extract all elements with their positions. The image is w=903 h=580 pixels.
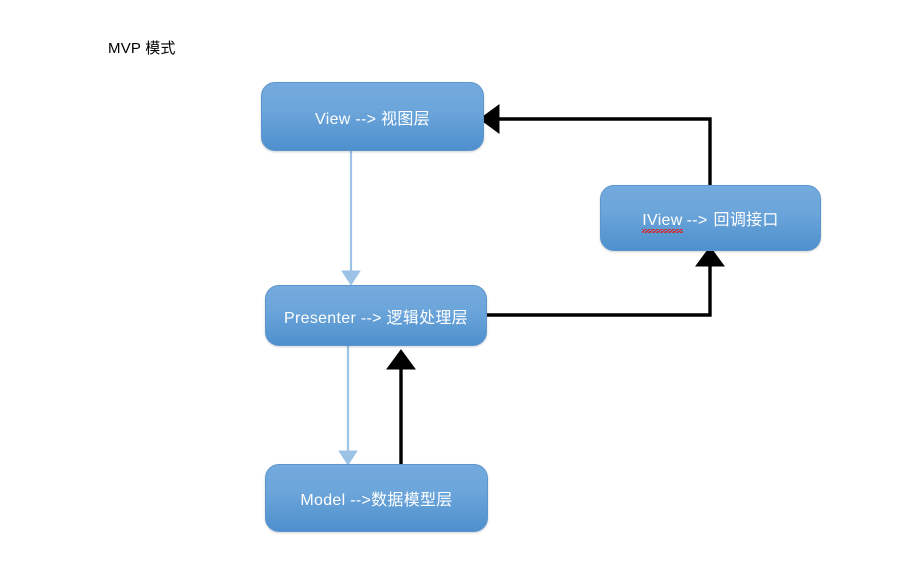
node-iview[interactable]: IView--> 回调接口 [600,185,821,251]
node-model-label: Model -->数据模型层 [300,492,453,509]
node-view[interactable]: View --> 视图层 [261,82,484,151]
edge-presenter-to-iview [487,246,725,317]
edge-iview-to-view [479,104,712,185]
node-iview-arrow: --> [686,212,708,229]
node-view-label: View --> 视图层 [315,110,430,128]
node-presenter[interactable]: Presenter --> 逻辑处理层 [265,285,487,346]
node-iview-desc: 回调接口 [713,212,779,229]
page-title: MVP 模式 [108,40,176,57]
node-iview-label: IView--> 回调接口 [642,206,779,233]
node-iview-name-misspelled: IView [642,212,683,233]
node-model[interactable]: Model -->数据模型层 [265,464,488,532]
node-presenter-label: Presenter --> 逻辑处理层 [284,309,468,327]
